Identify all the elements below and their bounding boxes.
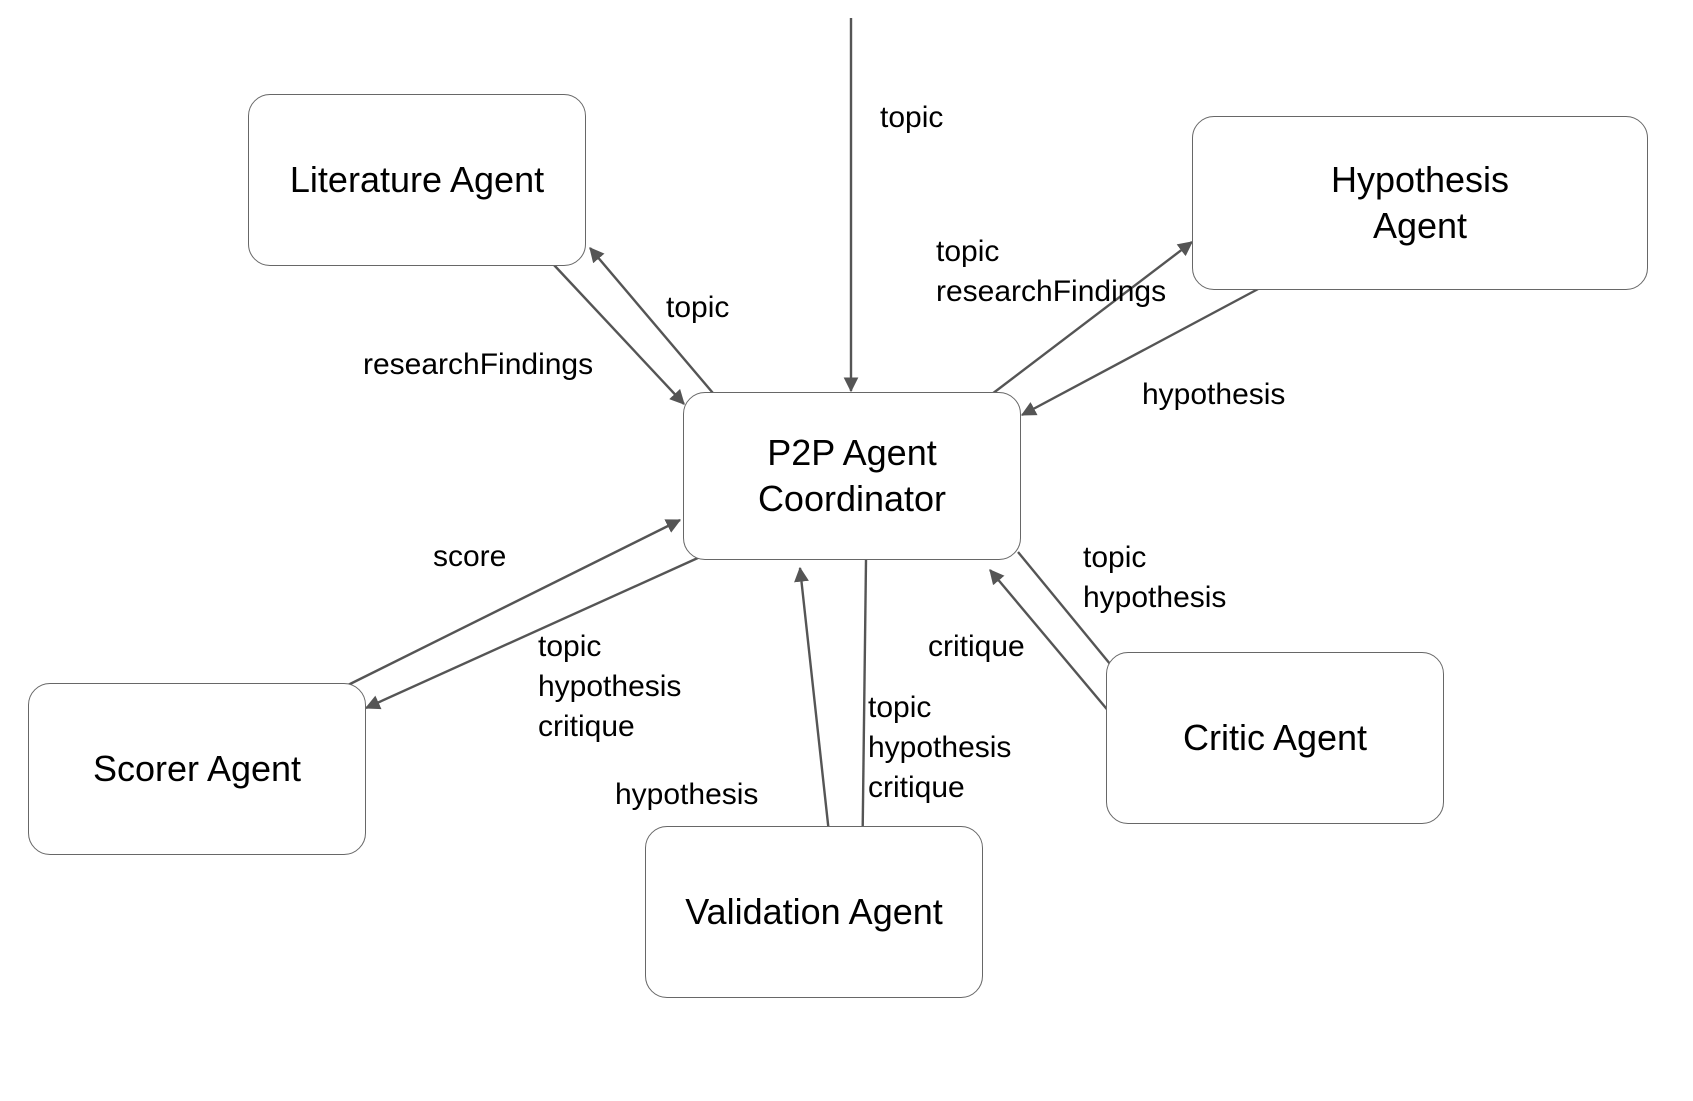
edge-label-validation-to-coordinator: hypothesis <box>615 778 759 811</box>
node-literature-agent[interactable]: Literature Agent <box>248 94 586 266</box>
edge-coordinator-to-scorer <box>364 555 701 710</box>
edge-label-coordinator-to-scorer: topic hypothesis critique <box>538 630 682 743</box>
node-critic-agent-label: Critic Agent <box>1182 716 1368 758</box>
edge-label-coordinator-to-validation: topic hypothesis critique <box>868 691 1012 804</box>
edge-coordinator-to-hypothesis <box>991 241 1193 395</box>
edge-label-critic-to-coordinator: critique <box>928 630 1025 663</box>
edge-hypothesis-to-coordinator <box>1020 286 1261 417</box>
node-scorer-agent-label: Scorer Agent <box>92 747 302 789</box>
edge-label-hypothesis-to-coordinator: hypothesis <box>1142 378 1286 411</box>
edge-label-external-topic: topic <box>880 101 944 134</box>
node-validation-agent[interactable]: Validation Agent <box>645 826 983 998</box>
edge-label-coordinator-to-literature: topic <box>666 291 730 324</box>
edge-scorer-to-coordinator <box>347 518 682 687</box>
node-critic-agent[interactable]: Critic Agent <box>1106 652 1444 824</box>
node-p2p-agent-coordinator[interactable]: P2P Agent Coordinator <box>683 392 1021 560</box>
edge-coordinator-to-literature <box>589 247 719 400</box>
edge-label-coordinator-to-critic: topic hypothesis <box>1083 541 1227 614</box>
node-hypothesis-agent-label: Hypothesis Agent <box>1330 158 1510 246</box>
edge-literature-to-coordinator <box>553 264 685 405</box>
edge-label-coordinator-to-hypothesis: topic researchFindings <box>936 235 1167 308</box>
node-validation-agent-label: Validation Agent <box>685 890 943 932</box>
edge-label-scorer-to-coordinator: score <box>433 540 507 573</box>
node-p2p-agent-coordinator-label: P2P Agent Coordinator <box>757 431 947 519</box>
node-literature-agent-label: Literature Agent <box>289 158 545 200</box>
edge-label-literature-to-coordinator: researchFindings <box>363 348 594 381</box>
node-scorer-agent[interactable]: Scorer Agent <box>28 683 366 855</box>
node-hypothesis-agent[interactable]: Hypothesis Agent <box>1192 116 1648 290</box>
